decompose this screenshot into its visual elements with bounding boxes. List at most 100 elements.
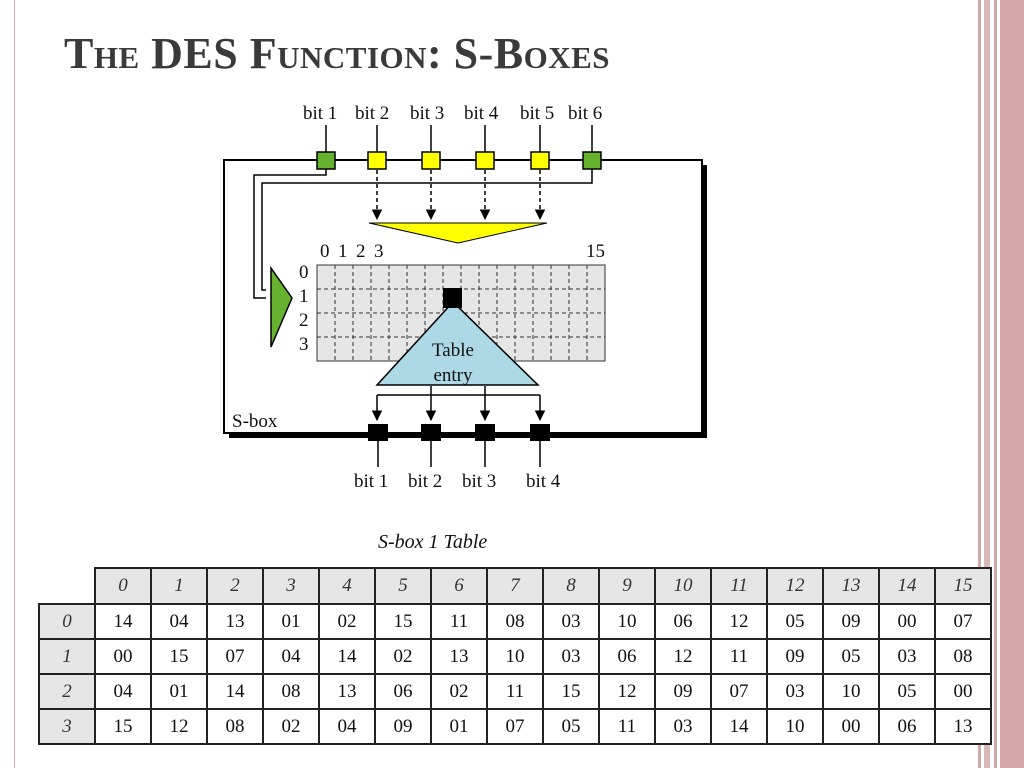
table-col-header: 12 — [766, 567, 824, 605]
grid-col-label-0: 0 — [320, 241, 330, 262]
input-bit-label-1: bit 1 — [303, 103, 337, 124]
left-border-line — [14, 0, 15, 768]
table-entry-triangle — [375, 300, 540, 386]
table-col-header: 11 — [710, 567, 768, 605]
output-bit-box-1 — [368, 424, 388, 441]
table-cell: 12 — [710, 603, 768, 640]
table-cell: 10 — [598, 603, 656, 640]
table-row: 0 14 04 13 01 02 15 11 08 03 10 06 12 05… — [38, 603, 992, 640]
table-cell: 02 — [430, 673, 488, 710]
row-selector-arrow — [270, 265, 293, 348]
row-select-wires — [253, 169, 593, 299]
table-col-header: 15 — [934, 567, 992, 605]
table-cell: 11 — [710, 638, 768, 675]
column-selector-triangle — [368, 222, 548, 244]
table-cell: 03 — [766, 673, 824, 710]
table-cell: 07 — [710, 673, 768, 710]
table-cell: 14 — [206, 673, 264, 710]
table-cell: 02 — [374, 638, 432, 675]
output-arrows — [371, 386, 546, 422]
input-bit-box-1 — [316, 151, 336, 170]
output-bit-label-3: bit 3 — [462, 471, 496, 492]
table-cell: 08 — [934, 638, 992, 675]
table-cell: 07 — [934, 603, 992, 640]
table-cell: 13 — [318, 673, 376, 710]
table-entry-label-line2: entry — [433, 365, 473, 386]
table-cell: 01 — [262, 603, 320, 640]
input-bit-box-3 — [421, 151, 441, 170]
table-cell: 07 — [486, 708, 544, 745]
table-cell: 03 — [542, 638, 600, 675]
sbox-diagram: S-box bit 1 bit 2 bit 3 bit 4 bit 5 bit … — [223, 103, 707, 492]
table-row-header: 2 — [38, 673, 96, 710]
table-cell: 13 — [206, 603, 264, 640]
table-cell: 15 — [94, 708, 152, 745]
table-cell: 08 — [262, 673, 320, 710]
input-bit-box-6 — [582, 151, 602, 170]
table-cell: 03 — [542, 603, 600, 640]
table-col-header: 2 — [206, 567, 264, 605]
table-col-header: 1 — [150, 567, 208, 605]
sbox-label: S-box — [232, 411, 278, 432]
table-col-header: 14 — [878, 567, 936, 605]
table-cell: 10 — [822, 673, 880, 710]
grid-col-label-15: 15 — [586, 241, 605, 262]
table-cell: 11 — [598, 708, 656, 745]
table-cell: 05 — [542, 708, 600, 745]
table-cell: 14 — [710, 708, 768, 745]
table-cell: 02 — [262, 708, 320, 745]
input-bit-label-2: bit 2 — [355, 103, 389, 124]
table-cell: 00 — [934, 673, 992, 710]
table-cell: 09 — [766, 638, 824, 675]
table-cell: 04 — [94, 673, 152, 710]
input-bit-label-3: bit 3 — [410, 103, 444, 124]
output-bit-label-2: bit 2 — [408, 471, 442, 492]
table-cell: 11 — [430, 603, 488, 640]
table-cell: 06 — [654, 603, 712, 640]
table-cell: 06 — [374, 673, 432, 710]
column-select-arrows — [371, 170, 546, 221]
table-col-header: 5 — [374, 567, 432, 605]
table-row: 1 00 15 07 04 14 02 13 10 03 06 12 11 09… — [38, 638, 992, 675]
table-cell: 04 — [262, 638, 320, 675]
table-cell: 12 — [654, 638, 712, 675]
table-cell: 00 — [878, 603, 936, 640]
page-title: The DES Function: S-Boxes — [64, 29, 611, 78]
grid-row-label-1: 1 — [299, 286, 309, 307]
table-cell: 10 — [766, 708, 824, 745]
table-col-header: 4 — [318, 567, 376, 605]
selected-cell — [443, 288, 462, 308]
input-bit-label-6: bit 6 — [568, 103, 602, 124]
table-row: 3 15 12 08 02 04 09 01 07 05 11 03 14 10… — [38, 708, 992, 745]
table-col-header: 9 — [598, 567, 656, 605]
table-cell: 05 — [878, 673, 936, 710]
table-cell: 09 — [374, 708, 432, 745]
table-cell: 01 — [150, 673, 208, 710]
table-cell: 15 — [374, 603, 432, 640]
table-cell: 01 — [430, 708, 488, 745]
output-bit-label-4: bit 4 — [526, 471, 561, 492]
table-cell: 04 — [150, 603, 208, 640]
table-row-header: 3 — [38, 708, 96, 745]
table-cell: 09 — [654, 673, 712, 710]
table-col-header: 10 — [654, 567, 712, 605]
grid-row-label-0: 0 — [299, 262, 309, 283]
table-cell: 03 — [654, 708, 712, 745]
grid-row-label-3: 3 — [299, 334, 309, 355]
table-cell: 00 — [94, 638, 152, 675]
table-corner — [39, 568, 95, 604]
table-row-header: 1 — [38, 638, 96, 675]
table-cell: 13 — [934, 708, 992, 745]
grid-row-label-2: 2 — [299, 310, 309, 331]
table-col-header: 13 — [822, 567, 880, 605]
table-cell: 02 — [318, 603, 376, 640]
table-cell: 03 — [878, 638, 936, 675]
table-cell: 00 — [822, 708, 880, 745]
table-cell: 14 — [318, 638, 376, 675]
table-row-header: 0 — [38, 603, 96, 640]
table-entry-label-line1: Table — [432, 340, 474, 361]
grid-col-label-1: 1 — [338, 241, 348, 262]
table-row: 2 04 01 14 08 13 06 02 11 15 12 09 07 03… — [38, 673, 992, 710]
table-cell: 15 — [542, 673, 600, 710]
table-cell: 09 — [822, 603, 880, 640]
